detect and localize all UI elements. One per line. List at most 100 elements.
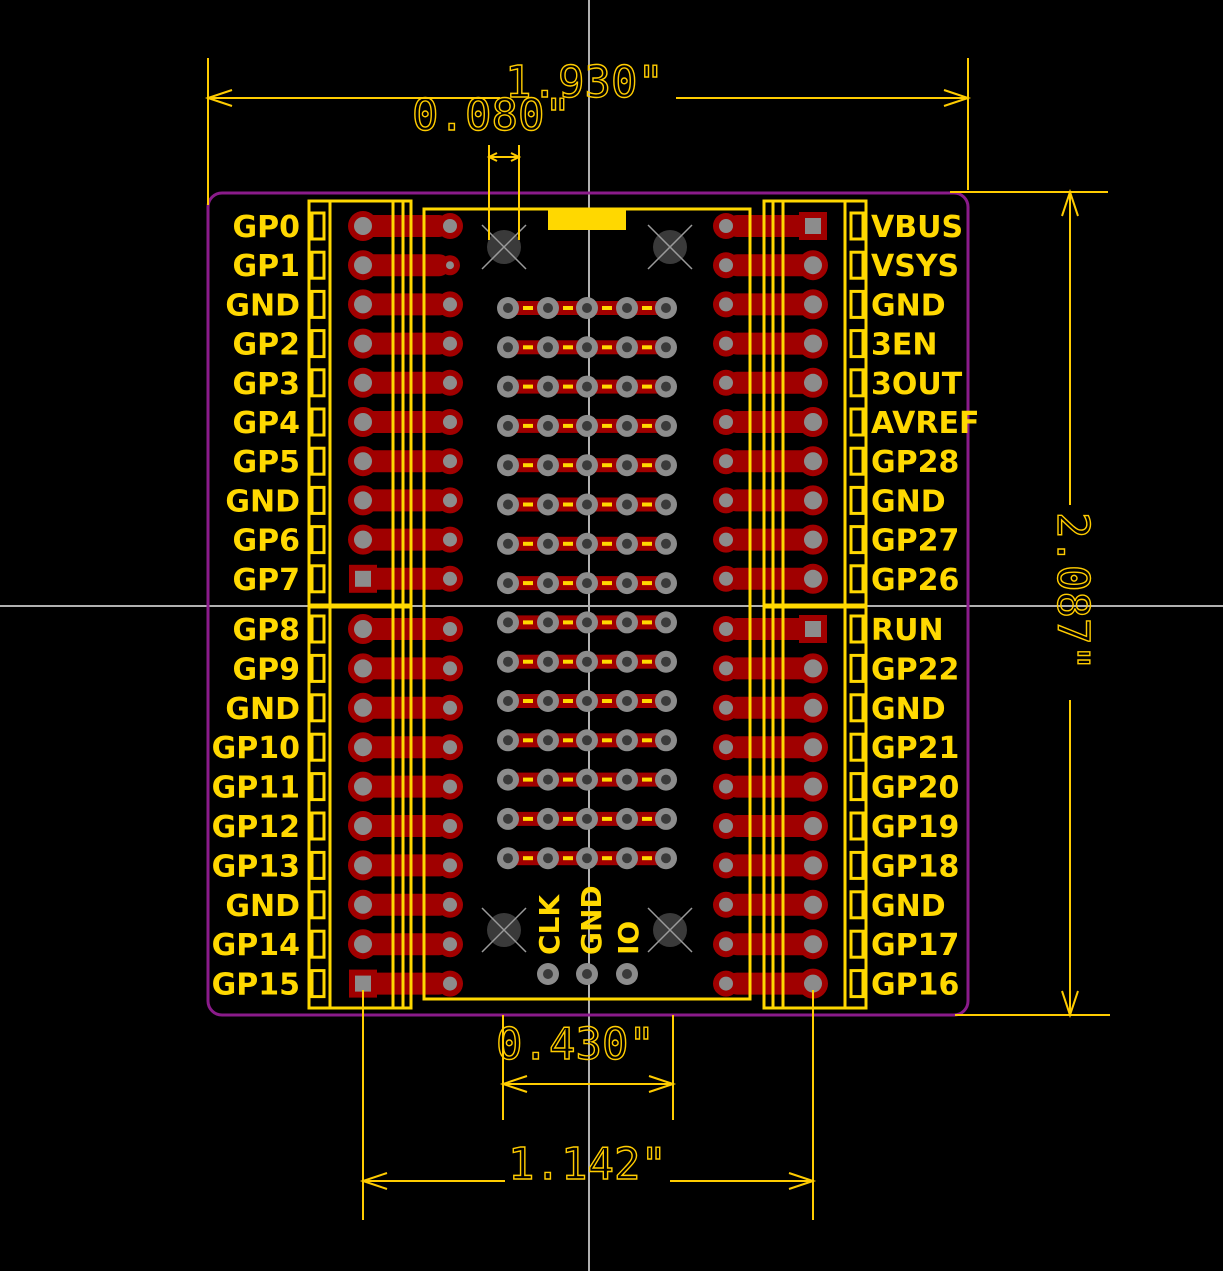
strip-link <box>563 777 573 782</box>
via-hole <box>503 578 513 589</box>
round-pad-icon <box>719 258 733 273</box>
via-hole <box>503 460 513 471</box>
round-pad-icon <box>719 779 733 794</box>
round-pad-icon <box>719 336 733 351</box>
right-pin-label: GP21 <box>871 731 959 766</box>
round-pad-icon <box>719 937 733 952</box>
round-pad-icon <box>443 700 457 715</box>
strip-link <box>563 659 573 664</box>
round-pad-icon <box>443 661 457 676</box>
via-hole <box>543 617 553 628</box>
via-hole <box>582 499 592 510</box>
strip-link <box>642 463 652 468</box>
pin-marker <box>849 525 865 555</box>
right-trace <box>726 567 814 590</box>
strip-link <box>642 816 652 821</box>
strip-link <box>602 816 612 821</box>
via-hole <box>661 499 671 510</box>
right-trace <box>726 815 814 837</box>
pin-marker <box>849 485 865 515</box>
via-hole <box>661 420 671 431</box>
via-hole <box>582 656 592 667</box>
pin-marker <box>310 446 326 476</box>
round-pad-icon <box>354 530 372 549</box>
strip-link <box>523 856 533 861</box>
pin-marker <box>310 250 326 280</box>
pin-marker <box>310 732 326 762</box>
via-hole <box>543 460 553 471</box>
right-pin-label: GP28 <box>871 445 959 480</box>
left-pin-label: GP13 <box>212 849 300 884</box>
round-pad-icon <box>719 819 733 833</box>
left-pin-label: GP9 <box>233 652 301 687</box>
pin-marker <box>849 969 865 999</box>
via-hole <box>622 813 632 824</box>
round-pad-icon <box>804 895 822 914</box>
right-pin-label: 3EN <box>871 328 937 363</box>
round-pad-icon <box>804 856 822 875</box>
round-pad-icon <box>719 622 733 636</box>
pin-marker <box>310 614 326 644</box>
via-hole <box>661 617 671 628</box>
left-trace <box>362 450 450 473</box>
left-trace <box>362 567 450 590</box>
left-trace <box>362 215 450 237</box>
round-pad-icon <box>354 895 372 914</box>
round-pad-icon <box>354 856 372 875</box>
strip-link <box>642 581 652 586</box>
right-pin-label: GP19 <box>871 810 959 845</box>
strip-link <box>602 345 612 350</box>
round-pad-icon <box>354 935 372 954</box>
round-pad-icon <box>804 569 822 588</box>
strip-link <box>602 738 612 743</box>
round-pad-icon <box>719 571 733 586</box>
pin-marker <box>849 564 865 594</box>
via-hole <box>661 696 671 706</box>
round-pad-icon <box>804 452 822 471</box>
right-pin-label: VSYS <box>871 249 959 284</box>
via-hole <box>582 735 592 746</box>
via-hole <box>543 499 553 510</box>
mounting-hole-icon <box>647 907 693 953</box>
round-pad-icon <box>719 375 733 390</box>
left-pin-label: GP5 <box>233 445 301 480</box>
right-pin-label: GND <box>871 288 946 323</box>
strip-link <box>563 581 573 586</box>
right-pin-label: GP26 <box>871 563 959 598</box>
round-pad-icon <box>354 373 372 392</box>
round-pad-icon <box>354 738 372 757</box>
round-pad-icon <box>354 491 372 510</box>
pin-marker <box>310 653 326 683</box>
left-pin-label: GP3 <box>233 367 301 402</box>
strip-link <box>602 699 612 703</box>
right-pin-label: 3OUT <box>871 367 963 402</box>
via-hole <box>582 696 592 706</box>
round-pad-icon <box>443 897 457 912</box>
left-trace <box>362 893 450 916</box>
round-pad-icon <box>719 661 733 676</box>
round-pad-icon <box>443 779 457 794</box>
strip-link <box>563 620 573 625</box>
round-pad-icon <box>719 454 733 469</box>
swd-label-clk: CLK <box>533 894 566 955</box>
left-trace <box>362 696 450 719</box>
dim-pitch-label: 0.080" <box>412 90 571 141</box>
pin-marker <box>310 772 326 802</box>
mounting-hole-icon <box>481 907 527 953</box>
left-header-outline-top <box>307 199 413 607</box>
copper-layer <box>348 211 828 999</box>
via-hole <box>661 578 671 589</box>
right-pin-label: GND <box>871 889 946 924</box>
silkscreen-layer <box>307 199 868 1010</box>
usb-connector-icon <box>548 210 626 230</box>
dimension-layer <box>204 58 1110 1220</box>
via-hole <box>622 774 632 785</box>
round-pad-icon <box>719 219 733 233</box>
right-trace <box>726 657 814 680</box>
via-hole <box>661 538 671 549</box>
left-trace <box>362 854 450 877</box>
round-pad-icon <box>354 817 372 835</box>
via-hole <box>661 656 671 667</box>
strip-link <box>602 423 612 428</box>
via-hole <box>622 420 632 431</box>
